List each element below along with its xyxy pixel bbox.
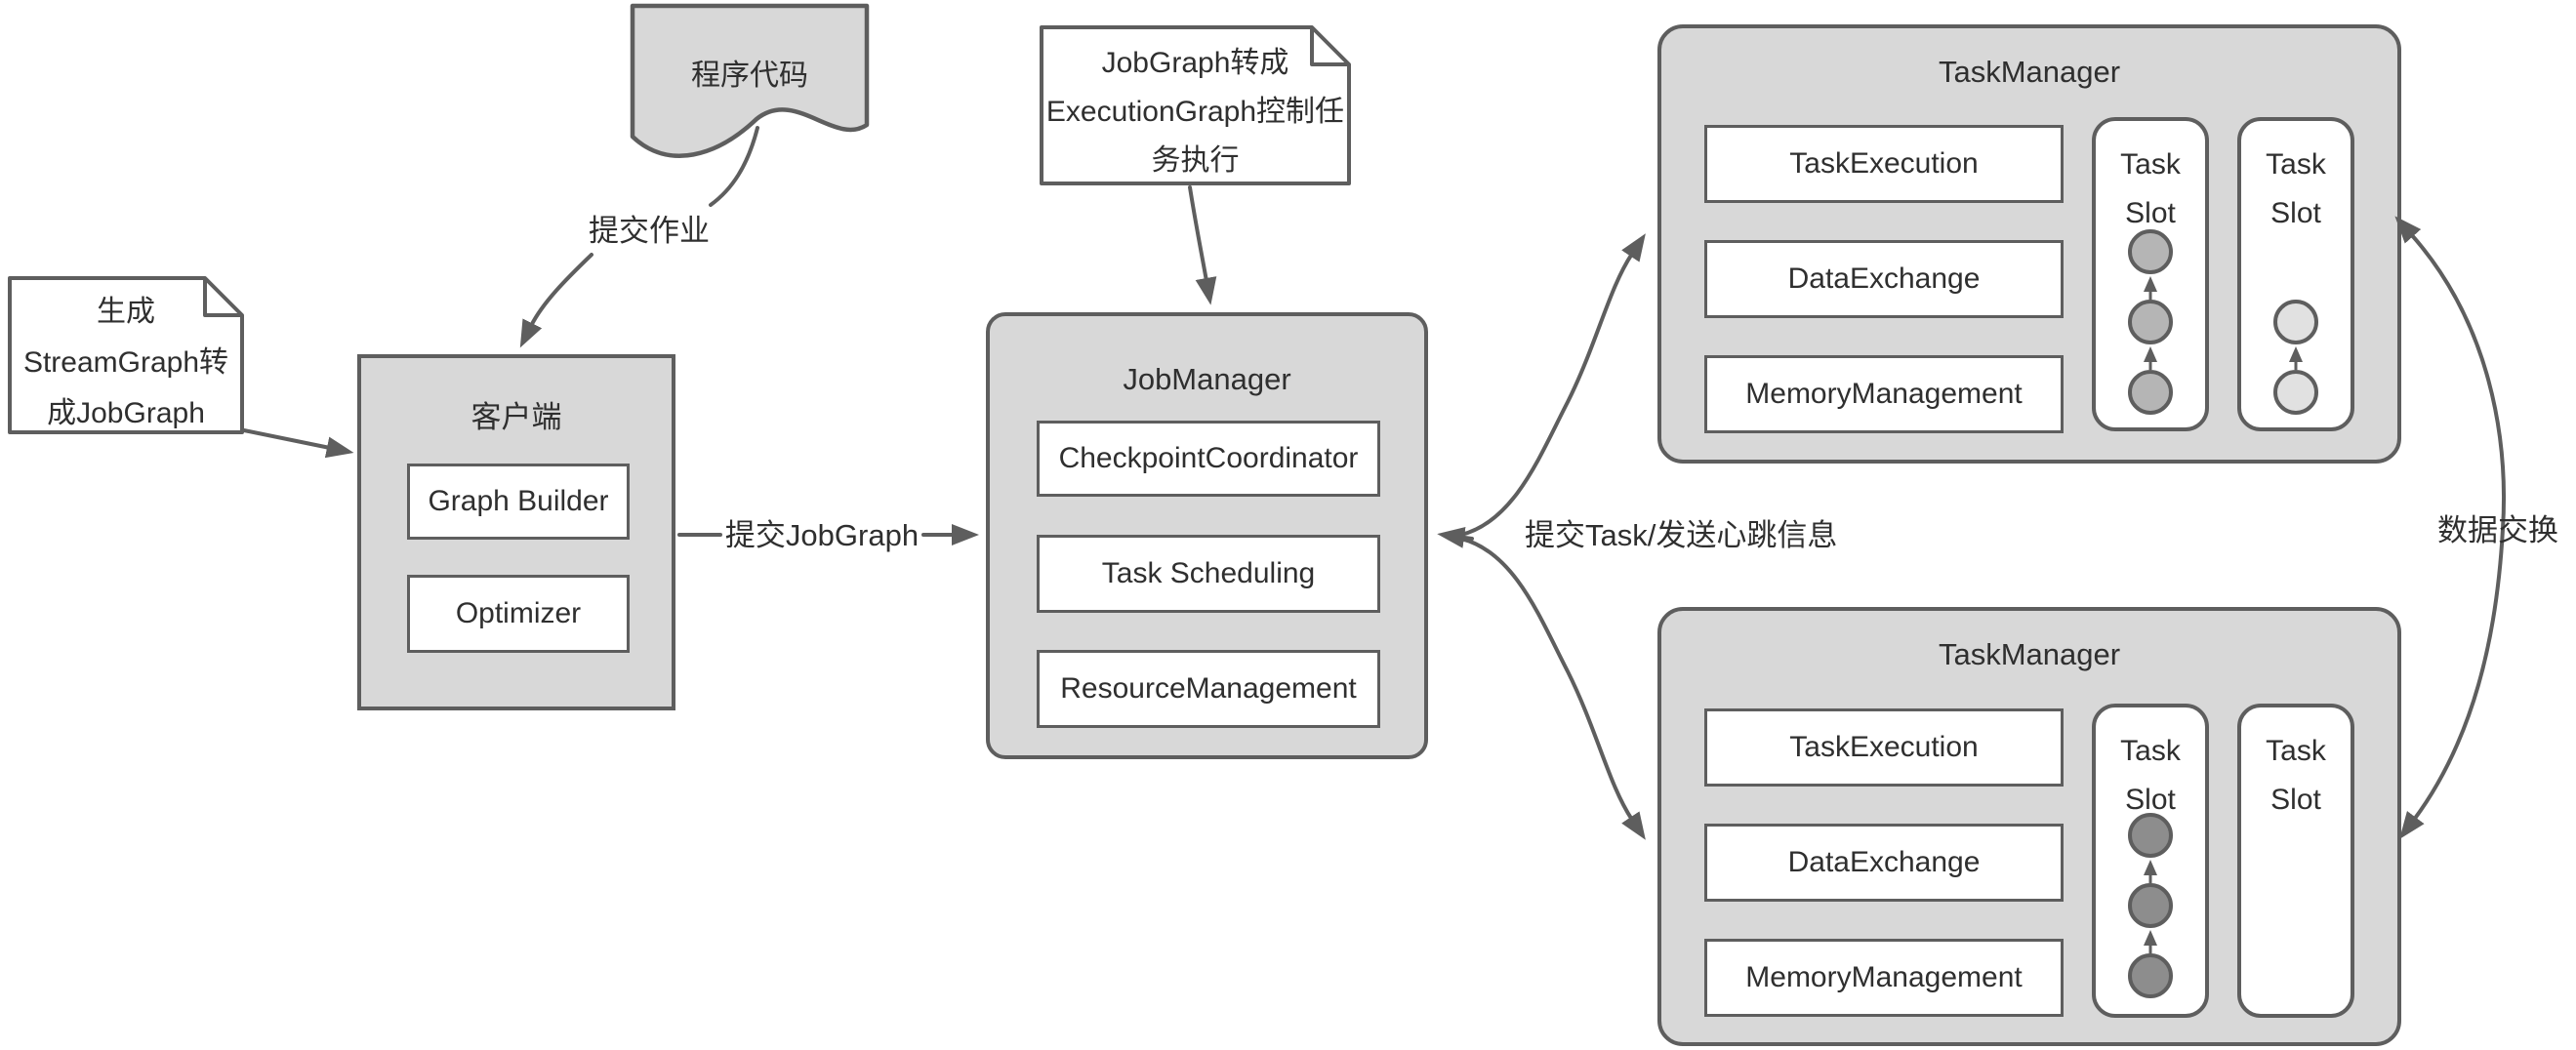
- task-slot-label: Task: [2120, 735, 2181, 767]
- client-box: 客户端 Graph Builder Optimizer: [357, 354, 675, 710]
- task-slot-label: Slot: [2125, 784, 2176, 816]
- graph-builder-box: Graph Builder: [407, 464, 630, 540]
- task-slot-label: Slot: [2270, 197, 2321, 229]
- jobmanager-to-taskmanager-top-curve: [1459, 233, 1646, 537]
- job-manager-box: JobManager CheckpointCoordinator Task Sc…: [986, 312, 1428, 759]
- stream-graph-note-arrow: [242, 428, 354, 459]
- submit-job-label: 提交作业: [589, 214, 710, 248]
- execution-graph-note-arrow: [1188, 185, 1217, 305]
- submit-jobgraph-label: 提交JobGraph: [724, 518, 920, 552]
- note-line: JobGraph转成: [1101, 47, 1289, 79]
- execution-graph-note-text: JobGraph转成 ExecutionGraph控制任 务执行: [1042, 39, 1349, 185]
- task-manager-top-box: TaskManager TaskExecution DataExchange M…: [1657, 24, 2401, 464]
- data-exchange-box: DataExchange: [1704, 240, 2064, 318]
- stream-graph-note-text: 生成 StreamGraph转 成JobGraph: [10, 287, 242, 439]
- task-slot: Task Slot: [2237, 117, 2354, 431]
- memory-management-box: MemoryManagement: [1704, 355, 2064, 433]
- task-manager-bottom-title: TaskManager: [1938, 637, 2121, 671]
- task-slot: Task Slot: [2092, 117, 2209, 431]
- checkpoint-coordinator-box: CheckpointCoordinator: [1037, 421, 1380, 497]
- client-title: 客户端: [470, 400, 562, 434]
- task-slot-label: Slot: [2270, 784, 2321, 816]
- task-scheduling-box: Task Scheduling: [1037, 535, 1380, 613]
- note-line: 成JobGraph: [47, 397, 205, 429]
- task-slot-label: Task: [2266, 735, 2326, 767]
- jobmanager-left-arrowhead: [1437, 527, 1474, 548]
- task-manager-bottom-box: TaskManager TaskExecution DataExchange M…: [1657, 607, 2401, 1046]
- task-slot: Task Slot: [2237, 704, 2354, 1018]
- memory-management-box: MemoryManagement: [1704, 939, 2064, 1017]
- optimizer-box: Optimizer: [407, 575, 630, 653]
- note-line: 生成: [97, 296, 155, 328]
- job-manager-title: JobManager: [1123, 362, 1291, 396]
- data-exchange-label: 数据交换: [2437, 513, 2558, 547]
- resource-management-box: ResourceManagement: [1037, 650, 1380, 728]
- task-execution-box: TaskExecution: [1704, 125, 2064, 203]
- data-exchange-box: DataExchange: [1704, 824, 2064, 902]
- task-slot-label: Task: [2120, 148, 2181, 181]
- task-execution-box: TaskExecution: [1704, 708, 2064, 787]
- submit-job-arrow: [519, 253, 593, 348]
- note-line: 务执行: [1151, 144, 1240, 177]
- submit-job-curve-upper: [709, 126, 759, 207]
- submit-task-heartbeat-label: 提交Task/发送心跳信息: [1525, 518, 1838, 552]
- task-slot-label: Task: [2266, 148, 2326, 181]
- task-slot-label: Slot: [2125, 197, 2176, 229]
- program-code-label: 程序代码: [691, 60, 808, 92]
- note-line: StreamGraph转: [22, 346, 229, 379]
- task-manager-top-title: TaskManager: [1938, 55, 2121, 89]
- task-slot: Task Slot: [2092, 704, 2209, 1018]
- jobmanager-to-taskmanager-bottom-curve: [1459, 537, 1646, 840]
- note-line: ExecutionGraph控制任: [1045, 96, 1345, 128]
